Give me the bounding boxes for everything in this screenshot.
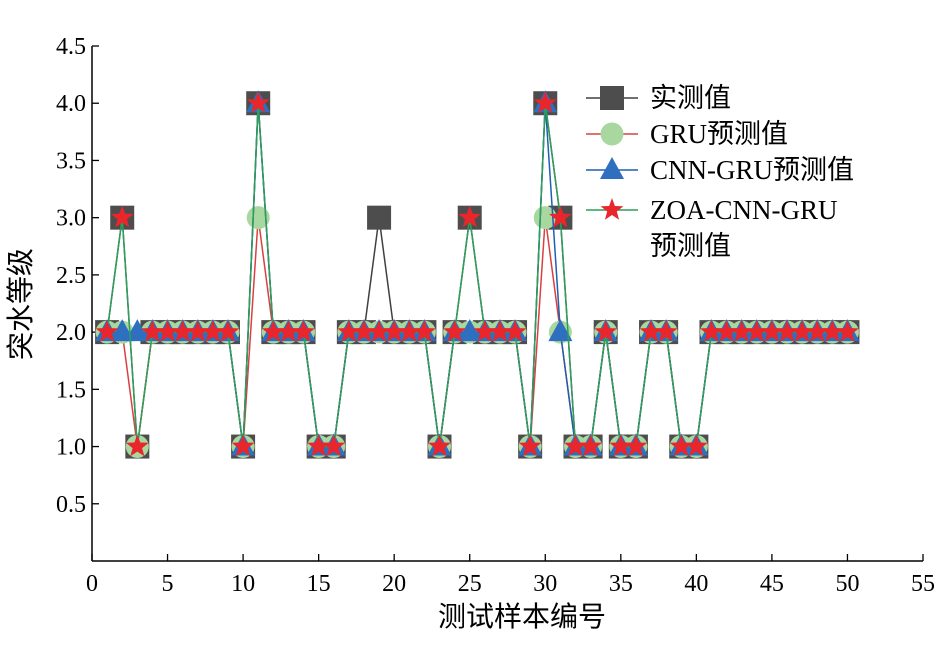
legend-label: ZOA-CNN-GRU: [650, 195, 837, 225]
data-point: [125, 319, 150, 342]
series-3: [95, 91, 859, 457]
y-tick-label: 1.5: [56, 377, 86, 403]
data-point: [548, 319, 573, 342]
data-point: [488, 320, 512, 342]
data-point: [457, 319, 482, 342]
legend-marker: [600, 198, 624, 220]
data-point: [594, 320, 618, 342]
x-tick-label: 40: [684, 571, 708, 597]
data-point: [533, 91, 557, 113]
data-point: [156, 320, 179, 342]
legend: 实测值 GRU预测值 CNN-GRU预测值 ZOA-CNN-GRU 预测值: [586, 83, 854, 261]
data-point: [261, 320, 285, 342]
legend-marker: [600, 86, 624, 110]
data-point: [382, 320, 406, 342]
x-tick-label: 5: [162, 571, 174, 597]
legend-label: 预测值: [650, 231, 731, 261]
data-point: [201, 320, 225, 342]
data-point: [715, 320, 738, 342]
axes: 0 5 10 15 20 25 30 35 40 45 50 55 0.5 1.0 1.5 2.0 2.5 3.0…: [56, 34, 935, 597]
data-point: [549, 205, 572, 228]
data-point: [564, 434, 587, 457]
data-point: [518, 434, 542, 457]
data-point: [277, 320, 300, 342]
data-point: [292, 320, 315, 342]
data-point: [413, 320, 436, 342]
data-point: [609, 434, 633, 457]
data-point: [171, 320, 195, 342]
data-point: [579, 434, 602, 457]
y-axis-title: 突水等级: [4, 248, 37, 360]
data-point: [836, 320, 859, 342]
data-point: [216, 320, 240, 342]
x-tick-label: 35: [609, 571, 633, 597]
y-tick-label: 1.0: [56, 435, 86, 461]
series-layer: [95, 90, 860, 459]
legend-label: CNN-GRU预测值: [650, 155, 854, 185]
data-point: [95, 320, 119, 342]
y-tick-label: 2.5: [56, 263, 86, 289]
data-point: [503, 320, 527, 342]
data-point: [246, 91, 270, 113]
x-tick-label: 25: [458, 571, 482, 597]
data-point: [790, 320, 814, 342]
x-axis-title: 测试样本编号: [438, 600, 606, 633]
y-tick-label: 4.5: [56, 34, 86, 60]
data-point: [669, 434, 693, 457]
data-point: [428, 434, 451, 457]
data-point: [110, 319, 135, 342]
data-point: [745, 320, 769, 342]
x-tick-label: 45: [760, 571, 784, 597]
x-tick-label: 20: [382, 571, 406, 597]
x-tick-label: 30: [533, 571, 557, 597]
legend-label: GRU预测值: [650, 119, 788, 149]
data-point: [367, 205, 392, 230]
data-point: [141, 320, 164, 342]
x-tick-label: 0: [86, 571, 98, 597]
data-point: [624, 434, 648, 457]
data-point: [654, 320, 678, 342]
data-point: [443, 320, 466, 342]
legend-entry: 实测值: [586, 83, 731, 113]
data-point: [397, 320, 421, 342]
y-tick-label: 2.0: [56, 320, 86, 346]
data-point: [231, 434, 255, 457]
data-point: [730, 320, 754, 342]
legend-label: 实测值: [650, 83, 731, 113]
data-point: [337, 320, 361, 342]
x-tick-label: 15: [307, 571, 331, 597]
data-point: [639, 320, 663, 342]
legend-entry: GRU预测值: [586, 119, 788, 149]
y-tick-label: 0.5: [56, 492, 86, 518]
data-point: [473, 320, 497, 342]
data-point: [700, 320, 723, 342]
data-point: [458, 205, 482, 228]
x-tick-label: 50: [835, 571, 859, 597]
data-point: [322, 434, 346, 457]
data-point: [307, 434, 330, 457]
data-point: [820, 320, 844, 342]
data-point: [367, 320, 391, 342]
data-point: [775, 320, 799, 342]
y-tick-label: 3.0: [56, 206, 86, 232]
data-point: [805, 320, 829, 342]
data-point: [760, 320, 784, 342]
y-tick-label: 3.5: [56, 148, 86, 174]
y-tick-label: 4.0: [56, 91, 86, 117]
legend-marker: [600, 157, 624, 179]
x-tick-label: 55: [911, 571, 935, 597]
data-point: [186, 320, 210, 342]
x-tick-label: 10: [231, 571, 255, 597]
data-point: [352, 320, 376, 342]
legend-entry: CNN-GRU预测值: [586, 155, 854, 185]
data-point: [685, 434, 708, 457]
legend-marker: [600, 122, 624, 146]
data-point: [110, 205, 134, 228]
data-point: [125, 434, 149, 457]
legend-entry: ZOA-CNN-GRU 预测值: [586, 195, 837, 261]
